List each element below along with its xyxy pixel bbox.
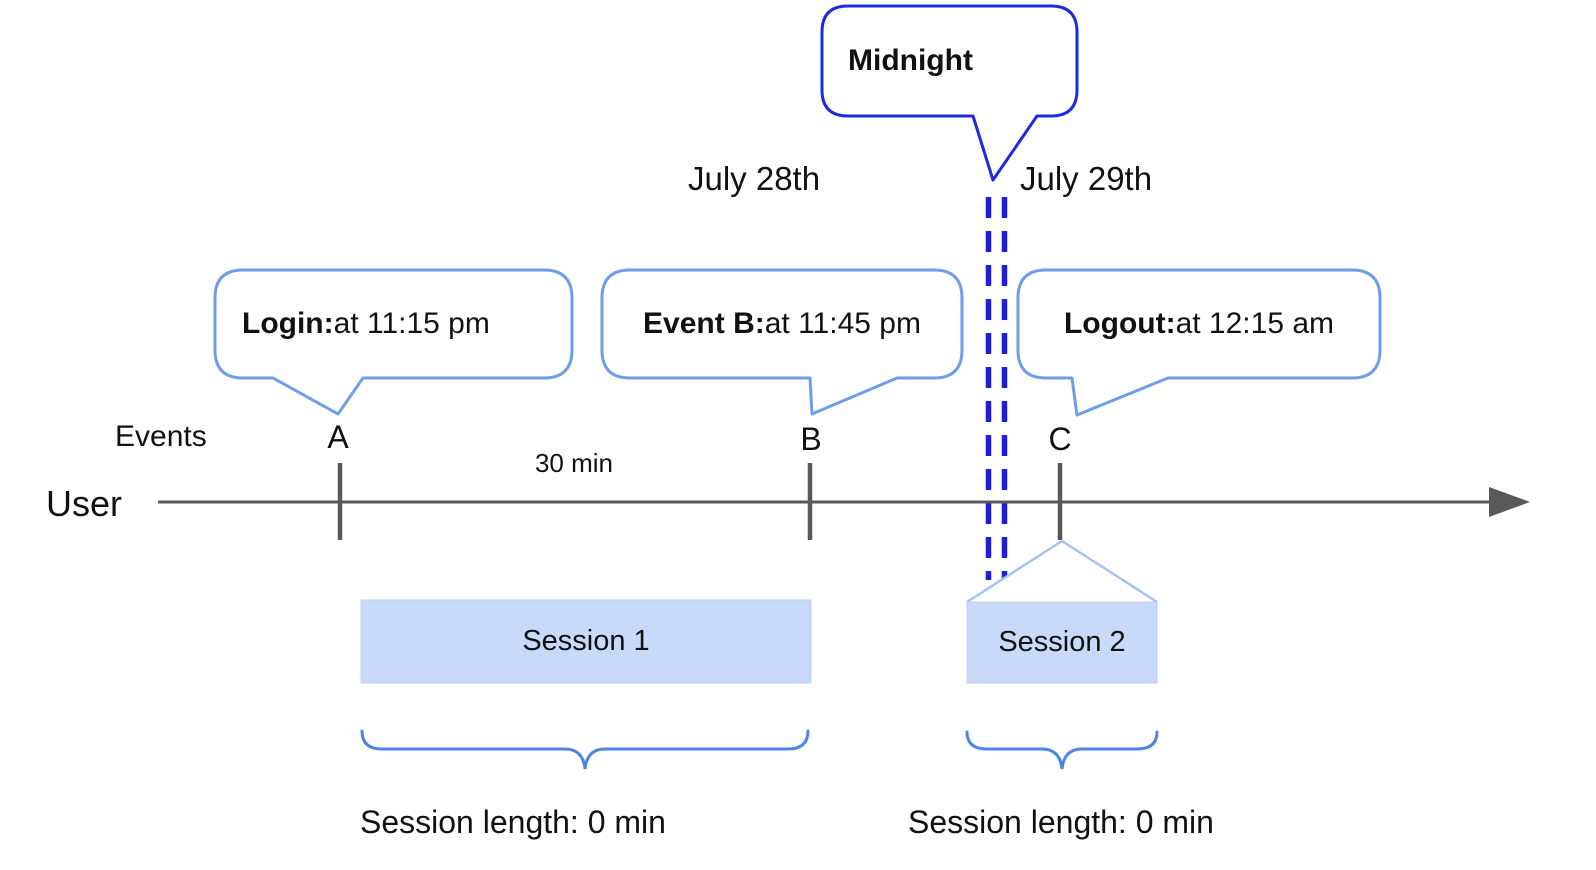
date-july-29: July 29th xyxy=(1020,160,1153,197)
event-mark-a: A xyxy=(327,419,349,455)
session-2-label: Session 2 xyxy=(998,626,1126,658)
eventb-callout-bubble xyxy=(600,268,964,416)
eventb-callout-text: Event B: at 11:45 pm xyxy=(602,270,962,378)
session-2-length-label: Session length: 0 min xyxy=(908,804,1214,840)
events-row-label: Events xyxy=(115,420,207,453)
logout-callout-label: Logout: xyxy=(1063,307,1176,340)
logout-callout-text: Logout: at 12:15 am xyxy=(1018,270,1380,378)
user-row-label: User xyxy=(46,483,123,524)
login-callout-label: Login: xyxy=(242,307,334,340)
timeline-arrowhead-icon xyxy=(1489,487,1530,517)
session-2-brace xyxy=(965,730,1159,770)
session-1-box xyxy=(360,599,812,684)
session-2-box xyxy=(966,601,1158,684)
date-july-28: July 28th xyxy=(688,160,821,197)
session-1-label: Session 1 xyxy=(522,625,650,657)
login-callout-text: Login: at 11:15 pm xyxy=(215,270,572,378)
eventb-callout-label: Event B: xyxy=(643,307,765,340)
session-1-length-label: Session length: 0 min xyxy=(360,804,666,840)
session-1-brace xyxy=(360,729,810,770)
eventb-callout-time: at 11:45 pm xyxy=(764,307,921,340)
logout-callout-bubble xyxy=(1016,268,1382,417)
event-mark-c: C xyxy=(1048,421,1072,457)
event-mark-b: B xyxy=(800,421,822,457)
interval-label: 30 min xyxy=(534,448,614,478)
login-callout-bubble xyxy=(213,268,574,416)
midnight-callout-bubble xyxy=(820,4,1079,182)
login-callout-time: at 11:15 pm xyxy=(333,307,490,340)
midnight-callout-label: Midnight xyxy=(848,44,973,77)
logout-callout-time: at 12:15 am xyxy=(1175,307,1335,340)
session-2-pointer xyxy=(966,539,1158,604)
